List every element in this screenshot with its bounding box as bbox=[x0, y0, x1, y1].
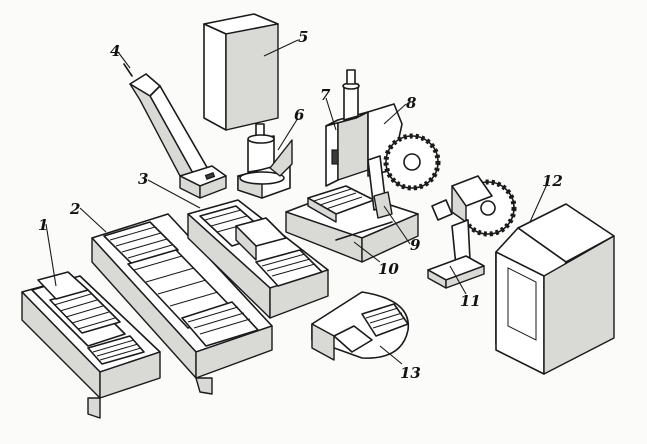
callout-3: 3 bbox=[138, 170, 148, 188]
callout-8: 8 bbox=[406, 94, 417, 112]
part-10-machine-base bbox=[285, 185, 419, 263]
part-2-bed bbox=[91, 213, 273, 395]
callout-5: 5 bbox=[298, 28, 308, 46]
callout-2: 2 bbox=[69, 200, 80, 218]
part-1-bed bbox=[21, 271, 161, 419]
callout-4: 4 bbox=[110, 42, 120, 60]
part-12-control-cabinet bbox=[495, 203, 615, 375]
part-5-cabinet bbox=[203, 13, 279, 131]
callout-11: 11 bbox=[460, 292, 481, 310]
callout-13: 13 bbox=[400, 364, 421, 382]
callout-labels: 1 2 3 4 5 6 7 8 9 10 11 12 13 bbox=[38, 28, 563, 382]
callout-1: 1 bbox=[38, 216, 48, 234]
part-6-spindle bbox=[237, 123, 293, 199]
callout-12: 12 bbox=[542, 172, 563, 190]
leader-lines bbox=[45, 39, 549, 365]
part-7-column bbox=[325, 69, 369, 187]
part-11-saw-unit bbox=[427, 175, 517, 289]
part-8-saw-head bbox=[367, 103, 441, 211]
part-13-rotary-table bbox=[311, 291, 410, 361]
part-4-arm bbox=[123, 63, 227, 199]
callout-7: 7 bbox=[320, 86, 331, 104]
callout-6: 6 bbox=[294, 106, 305, 124]
callout-9: 9 bbox=[410, 236, 421, 254]
callout-10: 10 bbox=[378, 260, 399, 278]
part-3-bed bbox=[187, 199, 329, 319]
